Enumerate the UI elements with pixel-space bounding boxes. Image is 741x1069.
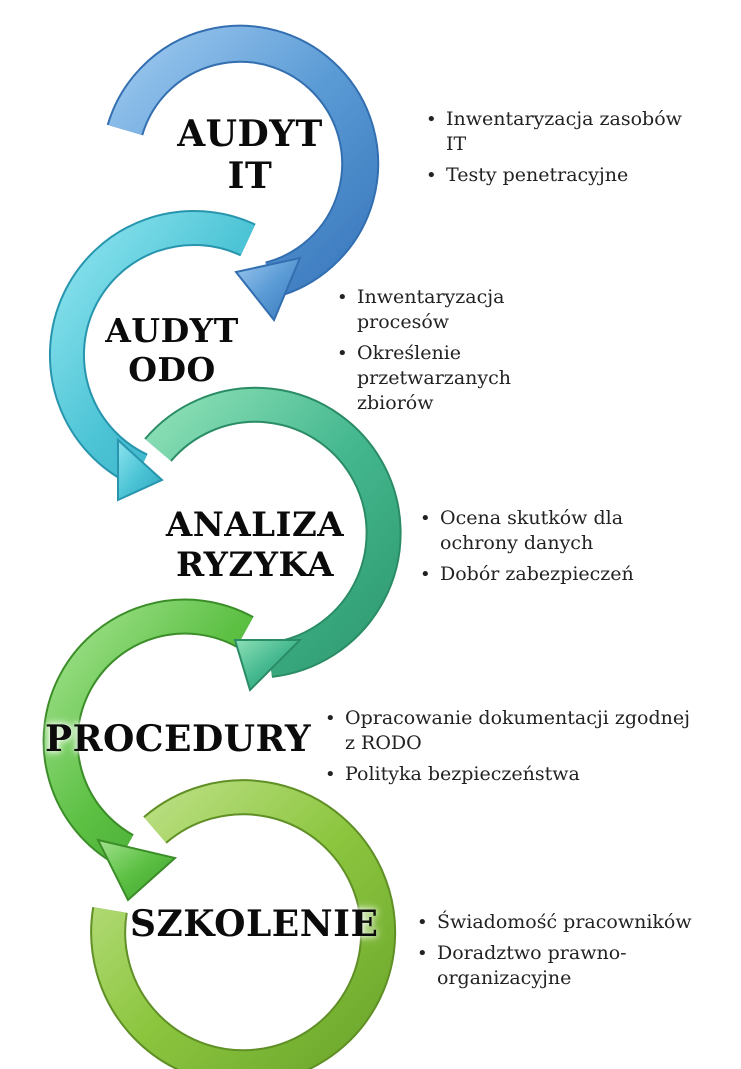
step-title-line: ODO	[128, 349, 216, 389]
step-title-line: RYZYKA	[175, 545, 335, 586]
bullets-audyt-odo: Inwentaryzacja procesów Określenie przet…	[335, 285, 545, 422]
bullets-analiza-ryzyka: Ocena skutków dla ochrony danych Dobór z…	[418, 506, 698, 593]
arrow-szkolenie	[90, 779, 397, 1069]
bullet-item: Opracowanie dokumentacji zgodnej z RODO	[323, 706, 693, 756]
step-title-line: ANALIZA	[165, 505, 345, 545]
bullet-item: Świadomość pracowników	[415, 910, 735, 935]
step-title-procedury: PROCEDURY	[45, 718, 312, 760]
step-title-audyt-it: AUDYT IT	[150, 113, 350, 198]
arrow-audyt-it	[106, 24, 380, 322]
bullet-item: Określenie przetwarzanych zbiorów	[335, 341, 545, 416]
step-title-line: AUDYT	[177, 113, 323, 155]
bullets-audyt-it: Inwentaryzacja zasobów IT Testy penetrac…	[424, 107, 704, 194]
step-title-line: PROCEDURY	[45, 718, 312, 760]
arrow-analiza	[144, 386, 402, 692]
bullet-item: Inwentaryzacja zasobów IT	[424, 107, 704, 157]
bullet-item: Ocena skutków dla ochrony danych	[418, 506, 698, 556]
cycle-arrows	[42, 24, 402, 1069]
arrow-procedury	[42, 598, 254, 902]
bullet-item: Dobór zabezpieczeń	[418, 562, 698, 587]
step-title-line: SZKOLENIE	[130, 903, 379, 945]
bullets-procedury: Opracowanie dokumentacji zgodnej z RODO …	[323, 706, 693, 793]
bullet-item: Polityka bezpieczeństwa	[323, 762, 693, 787]
arrow-audyt-odo	[49, 209, 256, 502]
bullet-item: Doradztwo prawno-organizacyjne	[415, 941, 735, 991]
step-title-audyt-odo: AUDYT ODO	[72, 311, 272, 390]
bullet-item: Inwentaryzacja procesów	[335, 285, 545, 335]
bullets-szkolenie: Świadomość pracowników Doradztwo prawno-…	[415, 910, 735, 997]
step-title-line: AUDYT	[105, 311, 239, 350]
bullet-item: Testy penetracyjne	[424, 163, 704, 188]
step-title-line: IT	[227, 155, 273, 198]
step-title-analiza-ryzyka: ANALIZA RYZYKA	[140, 505, 370, 585]
step-title-szkolenie: SZKOLENIE	[130, 903, 379, 945]
